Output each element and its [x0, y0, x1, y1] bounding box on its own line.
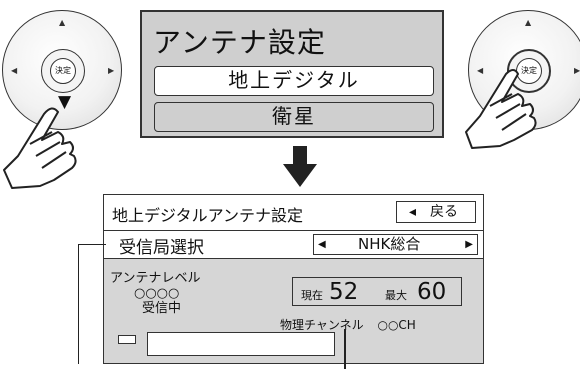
divider [344, 329, 346, 369]
physical-channel-label: 物理チャンネル [280, 318, 364, 332]
enter-button-label: 決定 [516, 58, 542, 84]
menu-option-satellite[interactable]: 衛星 [154, 102, 434, 132]
right-arrow-icon[interactable]: ▶ [465, 239, 473, 250]
callout-line-vertical [78, 244, 80, 364]
left-arrow-icon[interactable]: ◀ [318, 239, 326, 250]
physical-channel: 物理チャンネル ○○CH [280, 316, 416, 333]
menu-option-terrestrial[interactable]: 地上デジタル [154, 66, 434, 96]
left-arrow-icon: ◀ [477, 66, 484, 75]
station-value: NHK総合 [358, 235, 421, 253]
down-arrow-pressed-icon: ▼ [58, 92, 72, 112]
left-arrow-icon: ◀ [11, 66, 18, 75]
physical-channel-value: ○○CH [377, 318, 416, 332]
level-readout: 現在 52 最大 60 [292, 277, 462, 306]
right-arrow-icon: ▶ [108, 66, 115, 75]
antenna-level-block: アンテナレベル ○○○○ 受信中 [110, 271, 200, 316]
terrestrial-antenna-panel: 地上デジタルアンテナ設定 ◂ 戻る 受信局選択 ◀ NHK総合 ▶ アンテナレベ… [103, 194, 484, 369]
back-button-label: ◂ 戻る [409, 204, 459, 220]
signal-indicator [118, 335, 136, 344]
pointing-hand-icon [465, 69, 537, 149]
up-arrow-icon: ▲ [59, 18, 66, 27]
max-value: 60 [417, 279, 447, 305]
enter-button[interactable]: 決定 [41, 49, 85, 93]
level-bar [147, 332, 335, 356]
max-label: 最大 [385, 289, 407, 302]
menu-title: アンテナ設定 [153, 26, 326, 59]
down-arrow-icon [283, 146, 317, 187]
remote-dpad-left[interactable]: ▲ ◀ ▶ 決定 [2, 10, 122, 130]
callout-line-horizontal [78, 244, 106, 246]
current-label: 現在 [301, 289, 323, 302]
antenna-level-label: アンテナレベル [110, 271, 201, 286]
panel-title: 地上デジタルアンテナ設定 [112, 206, 304, 225]
right-arrow-icon: ▶ [574, 66, 580, 75]
antenna-settings-menu: アンテナ設定 地上デジタル 衛星 [140, 10, 444, 138]
station-select-row: 受信局選択 ◀ NHK総合 ▶ [104, 231, 483, 259]
panel-header: 地上デジタルアンテナ設定 ◂ 戻る [104, 195, 483, 231]
back-button[interactable]: ◂ 戻る [396, 201, 476, 223]
station-select-label: 受信局選択 [119, 238, 204, 258]
reception-status: 受信中 [142, 301, 182, 316]
current-value: 52 [329, 279, 359, 305]
pointing-hand-icon [3, 107, 77, 189]
enter-button-label: 決定 [50, 58, 76, 84]
antenna-level-value: ○○○○ [134, 286, 180, 301]
up-arrow-icon: ▲ [525, 18, 532, 27]
station-selector[interactable]: ◀ NHK総合 ▶ [313, 234, 478, 255]
